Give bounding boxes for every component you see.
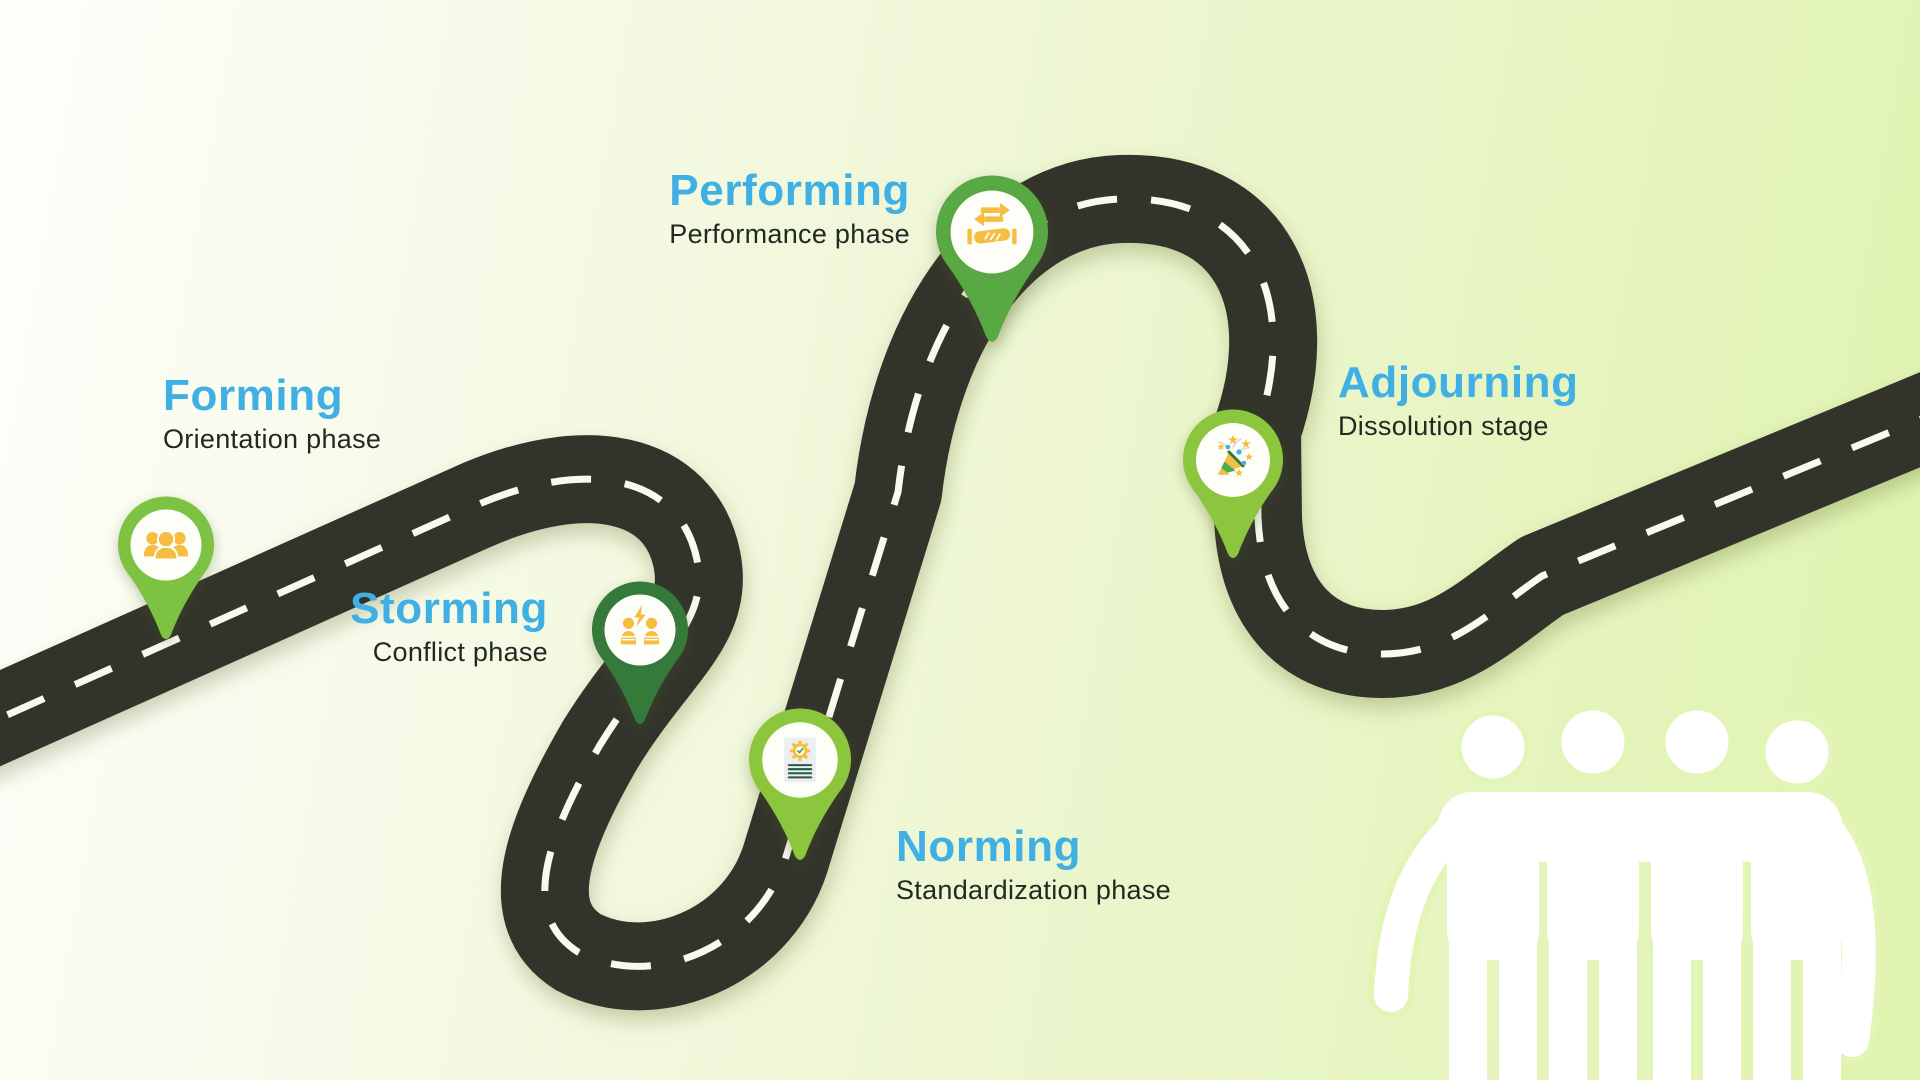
stage-subtitle-adjourning: Dissolution stage xyxy=(1338,411,1549,442)
person-1-head xyxy=(1456,710,1530,784)
stage-subtitle-forming: Orientation phase xyxy=(163,424,382,455)
stage-label-performing: Performing Performance phase xyxy=(669,166,910,250)
stage-title-forming: Forming xyxy=(163,371,344,420)
conflict-icon xyxy=(620,605,660,645)
party-popper-icon xyxy=(1217,434,1254,477)
person-4-leg-right xyxy=(1803,930,1841,1080)
person-3-leg-right xyxy=(1703,930,1741,1080)
team-icon xyxy=(143,530,189,561)
road-centerline-dashes xyxy=(0,195,1920,970)
stage-title-storming: Storming xyxy=(350,584,548,633)
person-1-leg-left xyxy=(1449,930,1487,1080)
stage-title-adjourning: Adjourning xyxy=(1338,358,1579,407)
stage-title-norming: Norming xyxy=(896,822,1082,871)
stage-subtitle-norming: Standardization phase xyxy=(896,875,1171,906)
stage-label-norming: Norming Standardization phase xyxy=(896,822,1171,906)
person-3-leg-left xyxy=(1653,930,1691,1080)
person-2-leg-right xyxy=(1599,930,1637,1080)
team-silhouette xyxy=(1368,705,1882,1080)
stage-subtitle-storming: Conflict phase xyxy=(372,637,548,668)
handshake-icon xyxy=(967,202,1017,245)
stage-label-storming: Storming Conflict phase xyxy=(350,584,548,668)
pin-inner-circle xyxy=(604,594,676,666)
document-gear-icon xyxy=(783,737,817,783)
person-2-leg-left xyxy=(1549,930,1587,1080)
stage-label-forming: Forming Orientation phase xyxy=(163,371,382,455)
map-pin-adjourning xyxy=(1183,409,1283,558)
person-1-leg-right xyxy=(1499,930,1537,1080)
map-pin-performing xyxy=(936,175,1048,342)
person-2-head xyxy=(1556,705,1630,779)
person-3-head xyxy=(1660,705,1734,779)
map-pin-storming xyxy=(592,581,688,725)
stage-label-adjourning: Adjourning Dissolution stage xyxy=(1338,358,1579,442)
person-4-head xyxy=(1760,715,1834,789)
map-pin-forming xyxy=(118,496,214,640)
map-pin-norming xyxy=(749,708,851,860)
stage-subtitle-performing: Performance phase xyxy=(669,219,910,250)
road xyxy=(0,154,1920,1011)
shoulder-bar xyxy=(1438,792,1842,862)
stage-title-performing: Performing xyxy=(669,166,910,215)
person-4-leg-left xyxy=(1753,930,1791,1080)
